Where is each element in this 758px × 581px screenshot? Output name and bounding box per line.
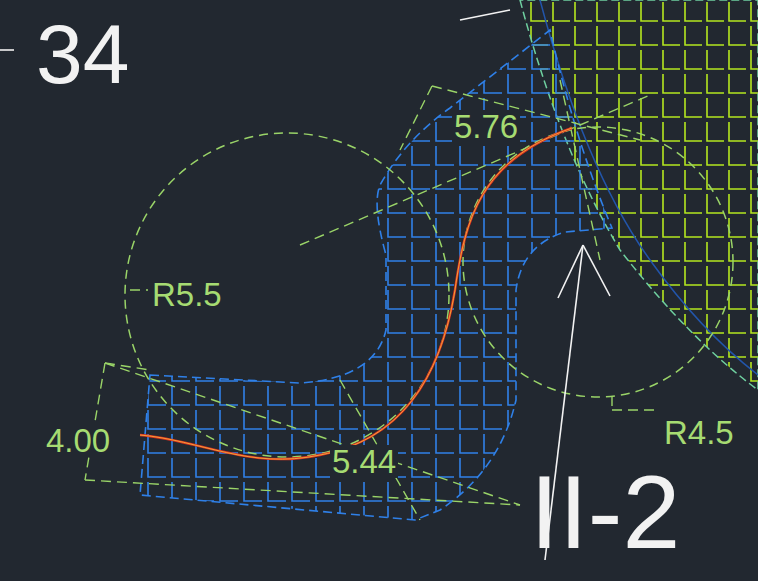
radius-circle	[125, 133, 449, 457]
dimension-lines	[85, 80, 656, 520]
dimension-label: 5.44	[330, 445, 398, 478]
section-arrow	[0, 10, 610, 560]
centre-curve	[140, 128, 572, 459]
view-label: 34	[36, 12, 129, 96]
view-label: II-2	[530, 460, 680, 564]
blue-hatch-region	[140, 30, 612, 520]
dimension-label: R4.5	[662, 416, 736, 449]
dimension-label: 5.76	[452, 110, 520, 143]
dimension-label: 4.00	[44, 424, 112, 457]
centre-curve-highlight	[140, 128, 572, 459]
dimension-label: R5.5	[150, 278, 224, 311]
